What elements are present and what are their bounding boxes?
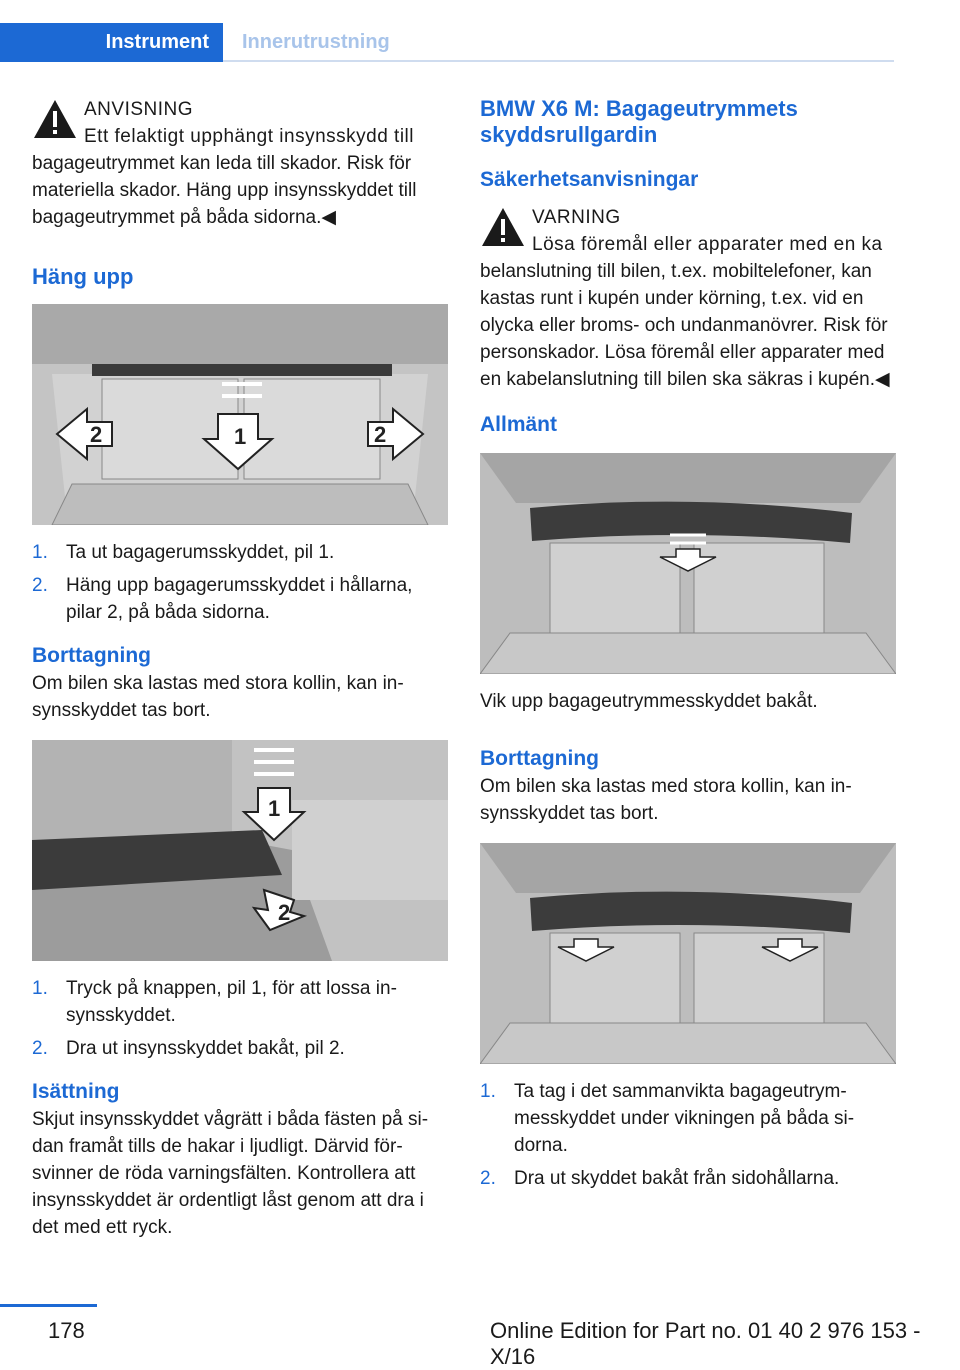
heading-borttagning-right: Borttagning bbox=[480, 747, 599, 770]
heading-sakerhetsanvisningar: Säkerhetsanvisningar bbox=[480, 168, 699, 191]
figure-label-2-right: 2 bbox=[374, 422, 386, 447]
step-text: Ta ut bagagerumsskyddet, pil 1. bbox=[66, 542, 335, 563]
notice-title: VARNING bbox=[532, 207, 621, 228]
page-number: 178 bbox=[48, 1318, 85, 1343]
paragraph-isattning: Skjut insynsskyddet vågrätt i båda fäste… bbox=[32, 1109, 429, 1238]
warning-triangle-icon bbox=[482, 208, 524, 246]
footer-divider bbox=[0, 1304, 97, 1307]
figure-borttagning-right bbox=[480, 843, 896, 1064]
edition-text: Online Edition for Part no. 01 40 2 976 … bbox=[490, 1318, 921, 1369]
heading-borttagning-left: Borttagning bbox=[32, 644, 151, 667]
notice-varning: VARNING Lösa föremål eller apparater med… bbox=[480, 204, 896, 393]
step-text: Ta tag i det sammanvikta bagageutrym­mes… bbox=[514, 1081, 855, 1156]
right-column: BMW X6 M: Bagageutrymmets skyddsrullgard… bbox=[480, 96, 896, 1208]
list-item: 1. Ta ut bagagerumsskyddet, pil 1. bbox=[32, 539, 448, 566]
heading-bmw-x6m: BMW X6 M: Bagageutrymmets skyddsrullgard… bbox=[480, 96, 798, 147]
figure-hang-upp: 2 1 2 bbox=[32, 304, 448, 525]
list-item: 2. Dra ut insynsskyddet bakåt, pil 2. bbox=[32, 1035, 448, 1062]
caption-allmant: Vik upp bagageutrymmesskyddet bakåt. bbox=[480, 691, 818, 712]
heading-allmant: Allmänt bbox=[480, 413, 558, 436]
steps-borttagning-left: 1. Tryck på knappen, pil 1, för att lossa… bbox=[32, 975, 448, 1062]
step-text: Tryck på knappen, pil 1, för att lossa i… bbox=[66, 978, 397, 1026]
notice-first-line: Lösa föremål eller apparater med en ka­ bbox=[532, 234, 883, 255]
list-item: 2. Dra ut skyddet bakåt från sidohållarna… bbox=[480, 1165, 896, 1192]
step-text: Dra ut skyddet bakåt från sidohållarna. bbox=[514, 1168, 840, 1189]
step-number: 2. bbox=[480, 1168, 496, 1189]
heading-isattning: Isättning bbox=[32, 1080, 120, 1103]
notice-body: bagageutrymmet kan leda till skador. Ris… bbox=[32, 153, 417, 228]
figure-label-1: 1 bbox=[268, 796, 280, 821]
notice-title: ANVISNING bbox=[84, 99, 194, 120]
notice-body: belanslutning till bilen, t.ex. mobiltel… bbox=[480, 261, 890, 390]
list-item: 1. Tryck på knappen, pil 1, för att lossa… bbox=[32, 975, 448, 1029]
paragraph-borttagning-left: Om bilen ska lastas med stora kollin, ka… bbox=[32, 673, 404, 721]
paragraph-borttagning-right: Om bilen ska lastas med stora kollin, ka… bbox=[480, 776, 852, 824]
left-column: ANVISNING Ett felaktigt upphängt insynss… bbox=[32, 96, 448, 1257]
figure-allmant bbox=[480, 453, 896, 674]
tab-instrument[interactable]: Instrument bbox=[0, 23, 223, 62]
step-text: Häng upp bagagerumsskyddet i hållarna, p… bbox=[66, 575, 413, 623]
figure-label-2: 2 bbox=[278, 900, 290, 925]
step-text: Dra ut insynsskyddet bakåt, pil 2. bbox=[66, 1038, 345, 1059]
warning-triangle-icon bbox=[34, 100, 76, 138]
steps-borttagning-right: 1. Ta tag i det sammanvikta bagageutrym­m… bbox=[480, 1078, 896, 1192]
notice-first-line: Ett felaktigt upphängt insynsskydd till bbox=[84, 126, 415, 147]
header-divider bbox=[223, 60, 894, 62]
steps-hang-upp: 1. Ta ut bagagerumsskyddet, pil 1. 2. Häng… bbox=[32, 539, 448, 626]
figure-label-2-left: 2 bbox=[90, 422, 102, 447]
step-number: 2. bbox=[32, 1038, 48, 1059]
step-number: 1. bbox=[32, 978, 48, 999]
step-number: 2. bbox=[32, 575, 48, 596]
list-item: 2. Häng upp bagagerumsskyddet i hållarna,… bbox=[32, 572, 448, 626]
heading-hang-upp: Häng upp bbox=[32, 264, 134, 289]
page-header: Instrument Innerutrustning bbox=[0, 0, 960, 64]
tab-innerutrustning[interactable]: Innerutrustning bbox=[242, 31, 390, 53]
notice-anvisning: ANVISNING Ett felaktigt upphängt insynss… bbox=[32, 96, 448, 231]
step-number: 1. bbox=[32, 542, 48, 563]
step-number: 1. bbox=[480, 1081, 496, 1102]
list-item: 1. Ta tag i det sammanvikta bagageutrym­m… bbox=[480, 1078, 896, 1159]
figure-label-1: 1 bbox=[234, 424, 246, 449]
figure-borttagning-left: 1 2 bbox=[32, 740, 448, 961]
